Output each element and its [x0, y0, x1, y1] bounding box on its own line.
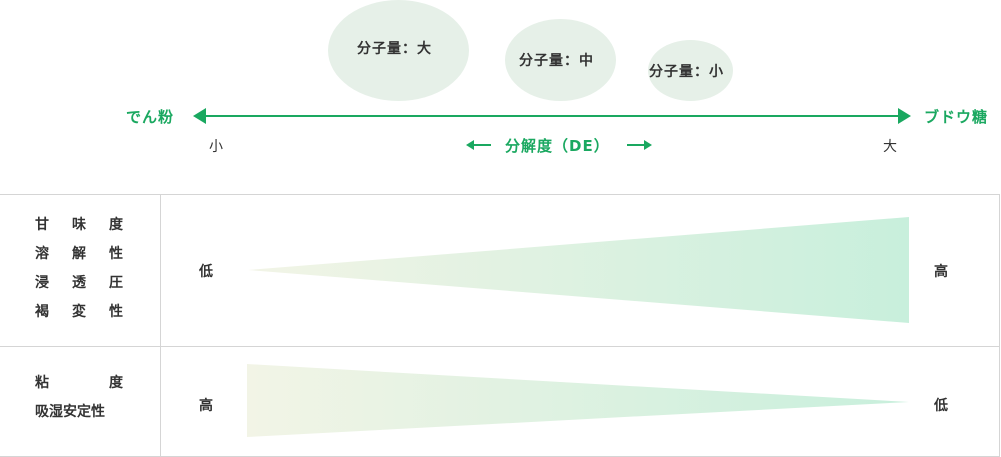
row1-left-value: 低	[199, 264, 213, 280]
property-solubility: 溶解性	[35, 246, 123, 262]
row2-decreasing-wedge	[247, 364, 909, 437]
property-moisture-stability: 吸湿安定性	[35, 404, 105, 420]
row1-properties: 甘味度 溶解性 浸透圧 褐変性	[35, 211, 123, 327]
circle-large-label: 分子量：大	[357, 41, 432, 57]
property-viscosity: 粘度	[35, 375, 123, 391]
axis-left-arrowhead	[193, 108, 206, 124]
row2-right-value: 低	[934, 398, 948, 414]
property-browning: 褐変性	[35, 304, 123, 320]
axis-right-label: ブドウ糖	[924, 108, 989, 126]
degradation-degree-label: 分解度（DE）	[505, 137, 610, 155]
row1-right-value: 高	[934, 264, 948, 280]
row1-increasing-wedge	[248, 217, 909, 323]
axis-right-arrowhead	[898, 108, 911, 124]
property-sweetness: 甘味度	[35, 217, 123, 233]
row2-left-value: 高	[199, 398, 213, 414]
de-right-arrowhead	[644, 140, 652, 150]
degradation-axis	[193, 108, 911, 150]
row2-properties: 粘度 吸湿安定性	[35, 369, 123, 427]
circle-small	[648, 40, 733, 101]
circle-medium	[505, 19, 616, 101]
axis-left-value: 小	[209, 139, 223, 155]
circle-medium-label: 分子量：中	[519, 53, 594, 69]
property-osmotic-pressure: 浸透圧	[35, 275, 123, 291]
de-left-arrowhead	[466, 140, 474, 150]
axis-right-value: 大	[883, 139, 897, 155]
circle-small-label: 分子量：小	[649, 64, 724, 80]
property-table: 甘味度 溶解性 浸透圧 褐変性 低 高 粘度 吸湿安定性 高 低	[0, 194, 1000, 457]
circle-large	[328, 0, 469, 101]
axis-left-label: でん粉	[126, 108, 175, 126]
